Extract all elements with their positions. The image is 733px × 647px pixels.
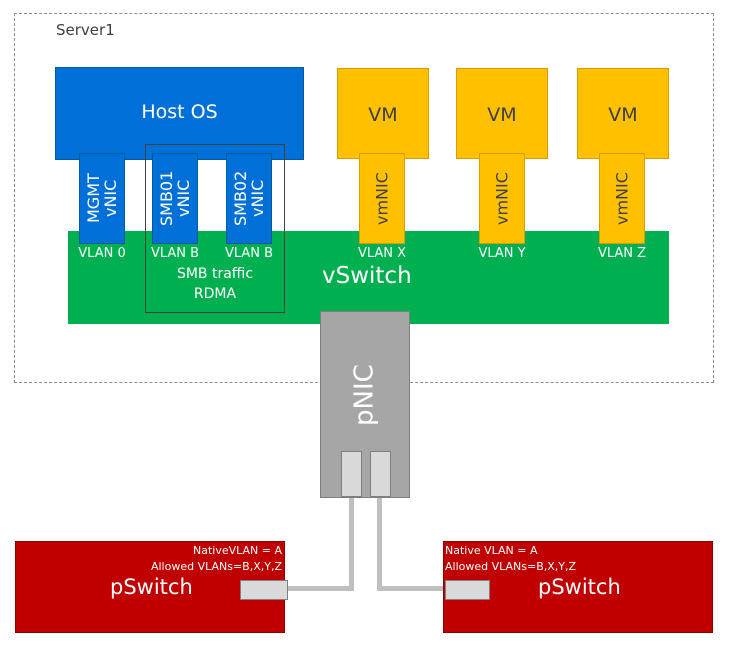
vmnic-3-label: vmNIC	[612, 172, 632, 225]
pnic-label-wrap: pNIC	[320, 340, 410, 450]
cable-right-vertical	[377, 497, 382, 591]
pswitch-right-label: pSwitch	[538, 575, 621, 599]
rdma-line: RDMA	[193, 286, 237, 302]
pnic[interactable]	[320, 311, 410, 498]
pswitch-right[interactable]	[443, 541, 713, 633]
vmnic-2[interactable]: vmNIC	[479, 153, 525, 244]
cable-right-horizontal	[377, 586, 447, 591]
smb01-vnic[interactable]: SMB01 vNIC	[152, 153, 198, 244]
smb-traffic-text: SMB traffic RDMA	[145, 264, 285, 304]
pswitch-left-port[interactable]	[240, 580, 288, 600]
pswitch-left-label: pSwitch	[110, 575, 193, 599]
pswitch-right-native-vlan: Native VLAN = A	[445, 544, 538, 557]
vm-2-label: VM	[487, 104, 517, 126]
vlan-0-label: VLAN 0	[78, 246, 126, 261]
pswitch-right-info: Native VLAN = A Allowed VLANs=B,X,Y,Z	[445, 543, 576, 575]
vlan-b-label-2: VLAN B	[224, 246, 274, 261]
pswitch-left-allowed-vlans: Allowed VLANs=B,X,Y,Z	[150, 560, 282, 573]
vm-3[interactable]: VM	[577, 68, 669, 159]
vm-3-label: VM	[608, 104, 638, 126]
vmnic-1[interactable]: vmNIC	[359, 153, 405, 244]
pswitch-right-port[interactable]	[445, 580, 490, 600]
pnic-port-2[interactable]	[370, 451, 391, 497]
pnic-port-1[interactable]	[341, 451, 362, 497]
mgmt-vnic[interactable]: MGMT vNIC	[79, 153, 125, 244]
vmnic-1-label: vmNIC	[372, 172, 392, 225]
host-os-label: Host OS	[141, 101, 218, 123]
vmnic-3[interactable]: vmNIC	[599, 153, 645, 244]
vmnic-2-label: vmNIC	[492, 172, 512, 225]
smb02-vnic[interactable]: SMB02 vNIC	[226, 153, 272, 244]
smb-group-outline	[145, 144, 285, 313]
cable-left-vertical	[349, 497, 354, 591]
cable-left-horizontal	[288, 586, 354, 591]
vlan-x-label: VLAN X	[357, 246, 407, 261]
vlan-y-label: VLAN Y	[478, 246, 526, 261]
vm-1[interactable]: VM	[337, 68, 429, 159]
vlan-z-label: VLAN Z	[597, 246, 647, 261]
vswitch[interactable]	[68, 231, 669, 324]
vm-1-label: VM	[368, 104, 398, 126]
pswitch-left-native-vlan: NativeVLAN = A	[192, 544, 282, 557]
vswitch-label: vSwitch	[322, 263, 412, 289]
pswitch-right-allowed-vlans: Allowed VLANs=B,X,Y,Z	[445, 560, 577, 573]
vm-2[interactable]: VM	[456, 68, 548, 159]
pnic-label: pNIC	[349, 364, 380, 426]
server-label: Server1	[56, 21, 115, 39]
smb02-vnic-label: SMB02 vNIC	[231, 170, 267, 227]
mgmt-vnic-label: MGMT vNIC	[84, 173, 120, 224]
vlan-b-label-1: VLAN B	[150, 246, 200, 261]
smb01-vnic-label: SMB01 vNIC	[157, 170, 193, 227]
pswitch-left-info: NativeVLAN = A Allowed VLANs=B,X,Y,Z	[15, 543, 285, 575]
smb-traffic-line: SMB traffic	[176, 266, 254, 282]
